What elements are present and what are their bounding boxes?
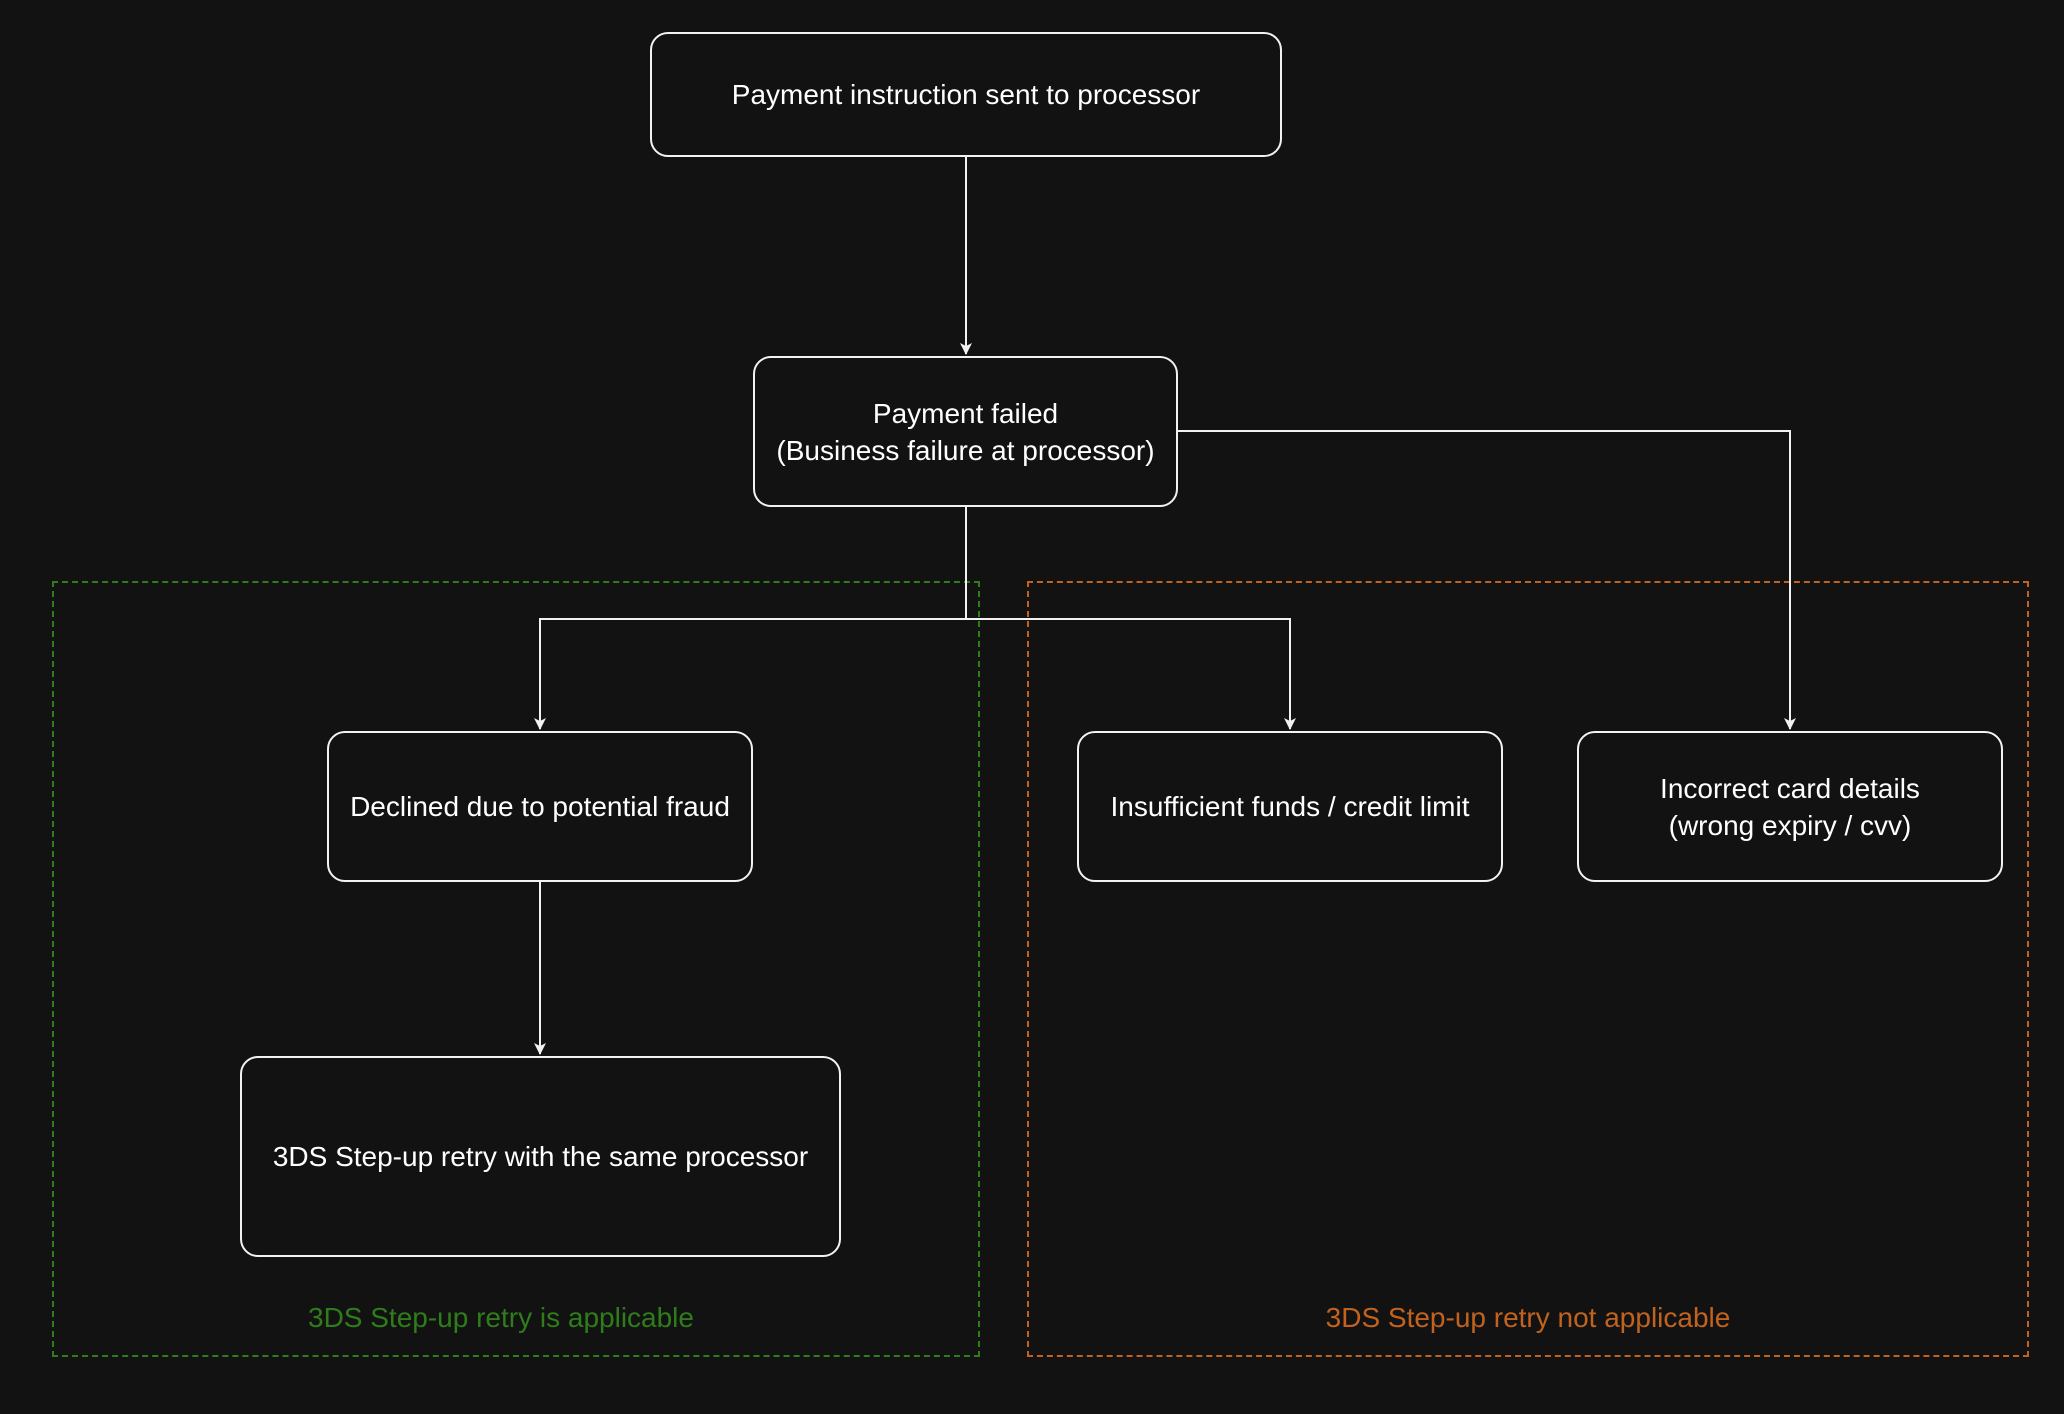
node-instruction-sent-text: Payment instruction sent to processor [731, 79, 1201, 110]
node-incorrect-card-title: Incorrect card details [1660, 772, 1920, 804]
edge-failed-to-card [1178, 430, 1796, 730]
node-declined-fraud-text: Declined due to potential fraud [350, 791, 730, 822]
node-declined-fraud: Declined due to potential fraud [327, 731, 753, 882]
group-applicable: 3DS Step-up retry is applicable [52, 581, 980, 1357]
node-payment-failed-title: Payment failed [872, 397, 1059, 429]
node-incorrect-card: Incorrect card details (wrong expiry / c… [1577, 731, 2003, 882]
edge-failed-to-funds [966, 618, 1296, 730]
node-payment-failed-subtitle: (Business failure at processor) [776, 434, 1155, 466]
group-applicable-label: 3DS Step-up retry is applicable [308, 1302, 694, 1333]
node-step-up-retry-text: 3DS Step-up retry with the same processo… [272, 1141, 809, 1172]
node-payment-failed: Payment failed (Business failure at proc… [753, 356, 1178, 507]
group-not-applicable-label: 3DS Step-up retry not applicable [1325, 1302, 1731, 1333]
node-incorrect-card-subtitle: (wrong expiry / cvv) [1668, 809, 1912, 841]
node-instruction-sent: Payment instruction sent to processor [650, 32, 1282, 157]
node-insufficient-funds: Insufficient funds / credit limit [1077, 731, 1503, 882]
node-step-up-retry: 3DS Step-up retry with the same processo… [240, 1056, 841, 1257]
edge-failed-to-fraud [534, 507, 967, 730]
node-insufficient-funds-text: Insufficient funds / credit limit [1110, 791, 1470, 822]
group-not-applicable: 3DS Step-up retry not applicable [1027, 581, 2029, 1357]
